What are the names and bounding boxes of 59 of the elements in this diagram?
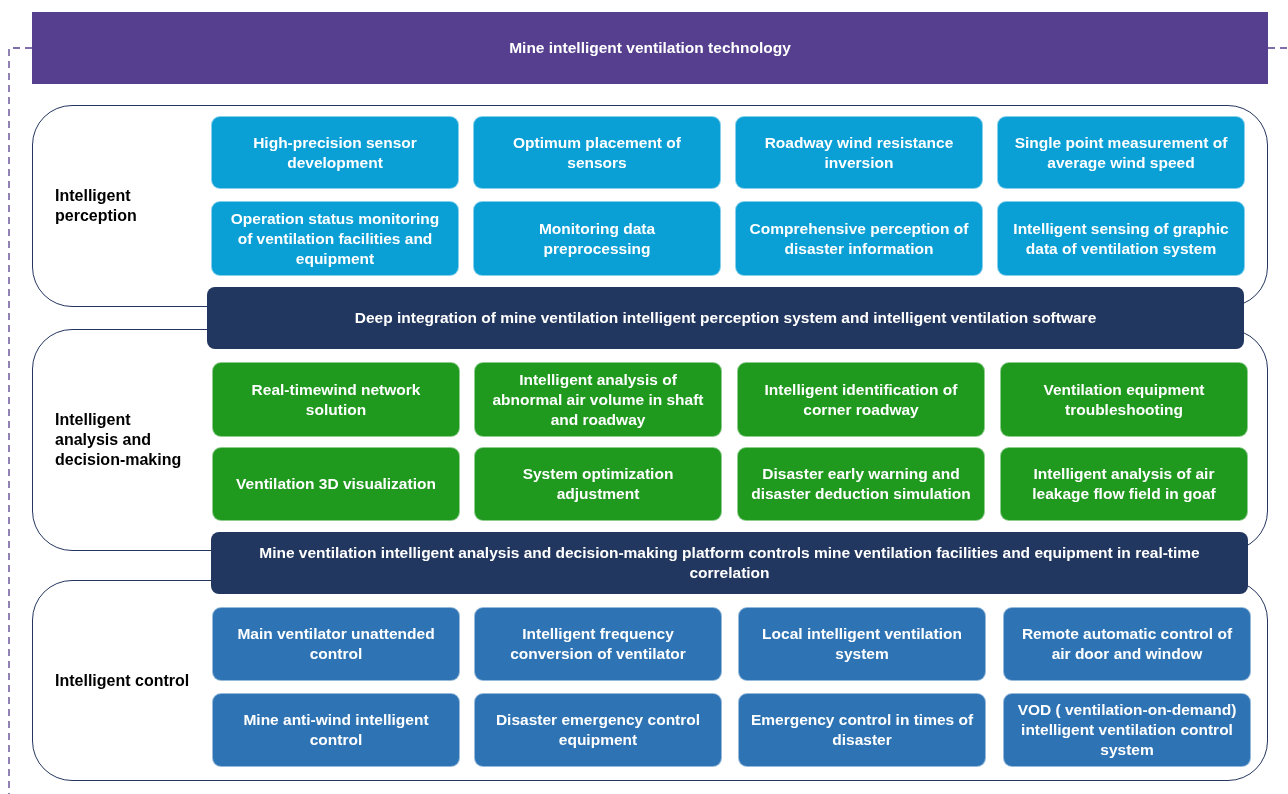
box-text: Intelligent identification of corner roadway bbox=[763, 379, 959, 420]
layer-panel bbox=[32, 105, 1268, 307]
box-text: System optimization adjustment bbox=[521, 464, 675, 504]
box-text: Operation status monitoring of ventilation facilities and equipment bbox=[229, 208, 441, 269]
function-box bbox=[473, 201, 721, 276]
box-text: Disaster early warning and disaster deduction simulation bbox=[750, 464, 972, 504]
box-text: Monitoring data preprocessing bbox=[537, 218, 657, 259]
box-text: High-precision sensor development bbox=[252, 132, 418, 173]
function-box bbox=[212, 447, 460, 521]
function-box bbox=[737, 447, 985, 521]
box-text: Disaster emergency control equipment bbox=[494, 710, 702, 750]
box-text: Remote automatic control of air door and window bbox=[1020, 624, 1234, 664]
title-banner bbox=[32, 12, 1268, 84]
box-text: Mine anti-wind intelligent control bbox=[242, 710, 430, 750]
box-text: Mine ventilation intelligent analysis and decision-making platform controls mine ventilation facilities and equipment in real-time correlation bbox=[258, 543, 1201, 583]
box-text: Deep integration of mine ventilation intelligent perception system and intelligent ventilation software bbox=[354, 308, 1097, 328]
function-box bbox=[212, 607, 460, 681]
layer-heading: Intelligent control bbox=[55, 670, 191, 691]
function-box bbox=[211, 116, 459, 189]
function-box bbox=[735, 116, 983, 189]
box-text: Local intelligent ventilation system bbox=[761, 624, 963, 664]
layer-heading: Intelligent perception bbox=[55, 186, 138, 226]
function-box bbox=[1000, 447, 1248, 521]
function-box bbox=[738, 693, 986, 767]
function-box bbox=[212, 362, 460, 437]
box-text: Roadway wind resistance inversion bbox=[763, 132, 955, 173]
box-text: Intelligent analysis of abnormal air volume in shaft and roadway bbox=[491, 369, 705, 430]
function-box bbox=[738, 607, 986, 681]
function-box bbox=[474, 362, 722, 437]
integration-band bbox=[211, 532, 1248, 594]
function-box bbox=[474, 693, 722, 767]
function-box bbox=[997, 116, 1245, 189]
box-text: Comprehensive perception of disaster information bbox=[748, 218, 970, 259]
function-box bbox=[735, 201, 983, 276]
function-box bbox=[1000, 362, 1248, 437]
box-text: Intelligent sensing of graphic data of ventilation system bbox=[1012, 218, 1230, 259]
function-box bbox=[737, 362, 985, 437]
integration-band bbox=[207, 287, 1244, 349]
function-box bbox=[1003, 607, 1251, 681]
box-text: Real-timewind network solution bbox=[250, 379, 422, 420]
box-text: Intelligent analysis of air leakage flow field in goaf bbox=[1031, 464, 1217, 504]
box-text: Mine intelligent ventilation technology bbox=[509, 38, 791, 58]
box-text: Main ventilator unattended control bbox=[236, 624, 436, 664]
layer-heading: Intelligent analysis and decision-making bbox=[55, 410, 183, 470]
box-text: Ventilation 3D visualization bbox=[236, 474, 436, 494]
box-text: Emergency control in times of disaster bbox=[749, 710, 975, 750]
function-box bbox=[211, 201, 459, 276]
layer-panel bbox=[32, 580, 1268, 781]
function-box bbox=[473, 116, 721, 189]
function-box bbox=[997, 201, 1245, 276]
box-text: Optimum placement of sensors bbox=[512, 132, 682, 173]
box-text: VOD ( ventilation-on-demand) intelligent ventilation control system bbox=[1016, 700, 1238, 760]
function-box bbox=[474, 607, 722, 681]
function-box bbox=[474, 447, 722, 521]
function-box bbox=[1003, 693, 1251, 767]
box-text: Intelligent frequency conversion of ventilator bbox=[509, 624, 687, 664]
box-text: Single point measurement of average wind speed bbox=[1013, 132, 1229, 173]
box-text: Ventilation equipment troubleshooting bbox=[1042, 379, 1206, 420]
function-box bbox=[212, 693, 460, 767]
